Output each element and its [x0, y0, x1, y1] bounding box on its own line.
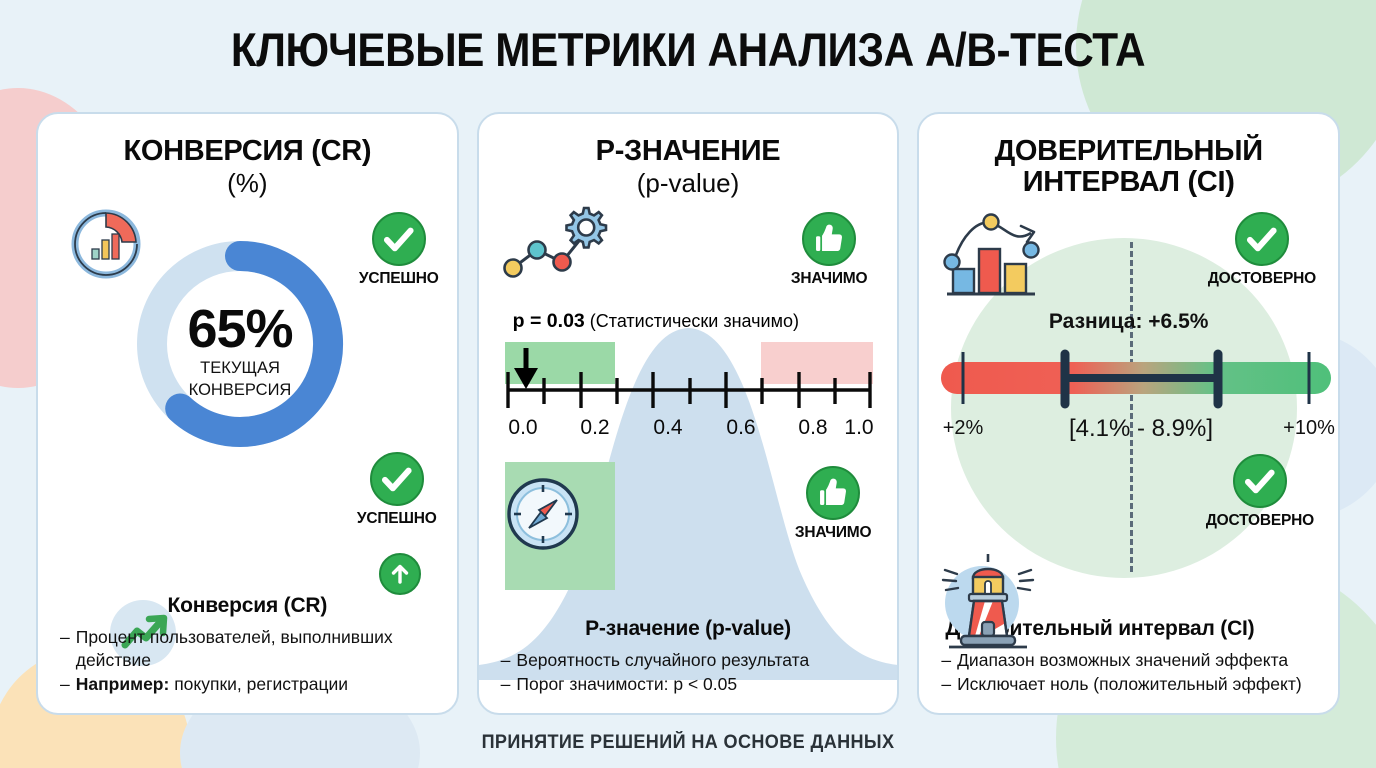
card-pvalue-footer: P-значение (p-value) – Вероятность случа…: [479, 617, 898, 697]
card-ci-footer-heading: Доверительный интервал (CI): [945, 616, 1255, 640]
donut-value: 65%: [187, 299, 293, 359]
card-ci-title-line1: ДОВЕРИТЕЛЬНЫЙ: [994, 135, 1264, 167]
card-conversion-title-line2: (%): [227, 168, 268, 199]
compass-icon: [501, 472, 585, 561]
axis-tick-label: 0.6: [726, 416, 755, 439]
axis-tick-label: 1.0: [844, 416, 873, 439]
list-item: – Порог значимости: p < 0.05: [501, 673, 876, 695]
axis-tick-label: 0.4: [653, 416, 683, 439]
metric-cards-row: КОНВЕРСИЯ (CR) (%) 65% ТЕКУЩАЯ: [36, 112, 1341, 715]
card-ci-title: ДОВЕРИТЕЛЬНЫЙ ИНТЕРВАЛ (CI): [919, 114, 1338, 199]
status-badge-ci-top: ДОСТОВЕРНО: [1208, 212, 1316, 288]
status-badge-label: ДОСТОВЕРНО: [1207, 270, 1317, 287]
thumbs-up-icon: [806, 466, 861, 520]
axis-tick-label: 0.8: [798, 416, 827, 439]
page-footer: ПРИНЯТИЕ РЕШЕНИЙ НА ОСНОВЕ ДАННЫХ: [481, 732, 895, 753]
card-pvalue-bullets: – Вероятность случайного результата – По…: [501, 649, 876, 695]
ci-range-label: [4.1% - 8.9%]: [1069, 415, 1213, 442]
p-value-annotation: (Статистически значимо): [589, 311, 799, 331]
thumbs-up-icon: [802, 212, 857, 266]
status-badge-conversion-top: УСПЕШНО: [359, 212, 439, 288]
donut-caption-line1: ТЕКУЩАЯ: [200, 359, 280, 377]
zero-reference-line: [1129, 242, 1133, 572]
bullet-text: Порог значимости: p < 0.05: [516, 673, 738, 694]
status-badge-label: ЗНАЧИМО: [790, 270, 868, 287]
p-value-number: p = 0.03: [512, 310, 585, 332]
ci-axis-left-label: +2%: [943, 417, 984, 439]
card-ci-title-line2: ИНТЕРВАЛ (CI): [1022, 166, 1235, 199]
card-pvalue[interactable]: P-ЗНАЧЕНИЕ (p-value): [476, 112, 900, 715]
card-conversion[interactable]: КОНВЕРСИЯ (CR) (%) 65% ТЕКУЩАЯ: [36, 112, 459, 715]
bullet-dash: –: [941, 649, 952, 670]
donut-caption-line2: КОНВЕРСИЯ: [188, 380, 292, 399]
status-badge-label: УСПЕШНО: [358, 270, 439, 287]
confidence-interval-bar: +2% [4.1% - 8.9%] +10%: [935, 346, 1337, 456]
card-ci-bullets: – Диапазон возможных значений эффекта – …: [941, 649, 1316, 695]
pie-bar-chart-icon: [62, 194, 154, 291]
bar-chart-arrow-icon: [939, 206, 1057, 307]
check-icon: [1234, 212, 1289, 266]
card-ci-footer: Доверительный интервал (CI) – Диапазон в…: [919, 617, 1338, 697]
bullet-text: покупки, регистрации: [169, 673, 349, 694]
lighthouse-icon: [935, 548, 1043, 657]
donut-center-text: 65% ТЕКУЩАЯ КОНВЕРСИЯ: [124, 302, 356, 399]
bullet-text: Процент пользователей, выполнивших дейст…: [75, 627, 393, 670]
p-value-marker: [513, 348, 538, 389]
page-title: КЛЮЧЕВЫЕ МЕТРИКИ АНАЛИЗА A/B-ТЕСТА: [230, 23, 1146, 76]
check-icon: [1232, 454, 1287, 508]
card-confidence-interval[interactable]: ДОВЕРИТЕЛЬНЫЙ ИНТЕРВАЛ (CI) Разница: +6.…: [917, 112, 1341, 715]
card-conversion-footer-heading: Конверсия (CR): [167, 594, 328, 618]
conversion-donut-chart: 65% ТЕКУЩАЯ КОНВЕРСИЯ: [124, 228, 356, 460]
status-badge-label: ЗНАЧИМО: [794, 524, 872, 541]
trend-up-arrow-icon: [110, 600, 176, 666]
bullet-bold: Например:: [75, 673, 170, 694]
status-badge-ci-bottom: ДОСТОВЕРНО: [1206, 454, 1314, 530]
arrow-up-icon: [378, 553, 421, 595]
list-item: – Диапазон возможных значений эффекта: [941, 649, 1316, 671]
check-icon: [369, 452, 424, 506]
card-conversion-bullets: – Процент пользователей, выполнивших дей…: [60, 626, 435, 695]
p-value-statement: p = 0.03 (Статистически значимо): [513, 310, 799, 333]
gear-network-icon: [499, 200, 609, 287]
card-conversion-footer: Конверсия (CR) – Процент пользователей, …: [38, 594, 457, 697]
list-item: – Исключает ноль (положительный эффект): [941, 673, 1316, 695]
list-item: – Вероятность случайного результата: [501, 649, 876, 671]
band-not-significant: [760, 342, 873, 384]
status-badge-pvalue-bottom: ЗНАЧИМО: [795, 466, 872, 542]
card-pvalue-title: P-ЗНАЧЕНИЕ (p-value): [479, 114, 898, 197]
bullet-text-wrap: Например: покупки, регистрации: [76, 673, 348, 695]
bullet-dash: –: [500, 673, 511, 694]
p-value-scale: 0.0 0.2 0.4 0.6 0.8 1.0: [504, 342, 873, 462]
check-icon: [371, 212, 426, 266]
card-conversion-title: КОНВЕРСИЯ (CR) (%): [38, 114, 457, 197]
page-title-container: КЛЮЧЕВЫЕ МЕТРИКИ АНАЛИЗА A/B-ТЕСТА: [0, 22, 1376, 77]
card-pvalue-title-line1: P-ЗНАЧЕНИЕ: [595, 135, 781, 167]
status-badge-label: УСПЕШНО: [356, 510, 437, 527]
ci-difference-label: Разница: +6.5%: [1048, 310, 1209, 333]
list-item: – Процент пользователей, выполнивших дей…: [60, 626, 435, 670]
bullet-text: Диапазон возможных значений эффекта: [957, 649, 1289, 670]
bullet-text: Вероятность случайного результата: [516, 649, 810, 670]
status-badge-conversion-bottom: УСПЕШНО: [357, 452, 437, 528]
bullet-text: Исключает ноль (положительный эффект): [957, 673, 1302, 694]
card-pvalue-title-line2: (p-value): [636, 168, 740, 199]
card-pvalue-footer-heading: P-значение (p-value): [585, 616, 791, 640]
list-item: – Например: покупки, регистрации: [60, 673, 435, 695]
axis-tick-label: 0.0: [508, 416, 537, 439]
status-badge-label: ДОСТОВЕРНО: [1205, 512, 1315, 529]
axis-tick-label: 0.2: [580, 416, 609, 439]
bullet-dash: –: [941, 673, 952, 694]
bullet-dash: –: [60, 627, 70, 648]
bullet-dash: –: [500, 649, 511, 670]
bullet-dash: –: [60, 673, 70, 694]
normal-distribution-curve: [478, 210, 898, 680]
ci-axis-right-label: +10%: [1283, 417, 1335, 439]
card-conversion-title-line1: КОНВЕРСИЯ (CR): [123, 135, 372, 167]
status-badge-pvalue-top: ЗНАЧИМО: [791, 212, 868, 288]
